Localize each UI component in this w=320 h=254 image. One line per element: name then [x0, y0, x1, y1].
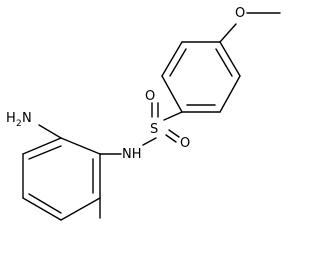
chemical-structure: H 2 N NH S O O O — [6, 6, 281, 221]
amine-label: H 2 N — [6, 111, 32, 129]
bond — [38, 124, 62, 139]
bond — [161, 41, 183, 77]
bond — [219, 41, 241, 77]
sulfonamide-group — [142, 102, 183, 146]
bond — [219, 75, 241, 113]
sulfur-label: S — [150, 122, 158, 137]
bond — [161, 75, 183, 113]
double-bond — [168, 129, 180, 138]
amine-n-label: N — [22, 111, 32, 126]
oxygen-methoxy-label: O — [235, 6, 245, 21]
aniline-ring — [22, 124, 122, 221]
bond — [60, 197, 101, 221]
methoxyphenyl-ring — [161, 12, 281, 113]
double-bond-inner — [215, 48, 233, 77]
bond — [22, 197, 62, 221]
double-bond — [165, 134, 177, 143]
amine-h-label: H — [6, 111, 16, 126]
double-bond-inner — [169, 48, 187, 77]
bond — [142, 137, 157, 146]
bond — [219, 23, 237, 43]
bond — [163, 111, 183, 121]
oxygen-top-label: O — [145, 89, 155, 104]
double-bond-inner — [28, 193, 62, 214]
amine-h-count: 2 — [16, 119, 22, 129]
double-bond-inner — [28, 145, 62, 160]
bond — [60, 137, 101, 155]
oxygen-right-label: O — [180, 136, 190, 151]
sulfonamide-nh-label: NH — [122, 147, 142, 162]
bond — [22, 137, 62, 155]
